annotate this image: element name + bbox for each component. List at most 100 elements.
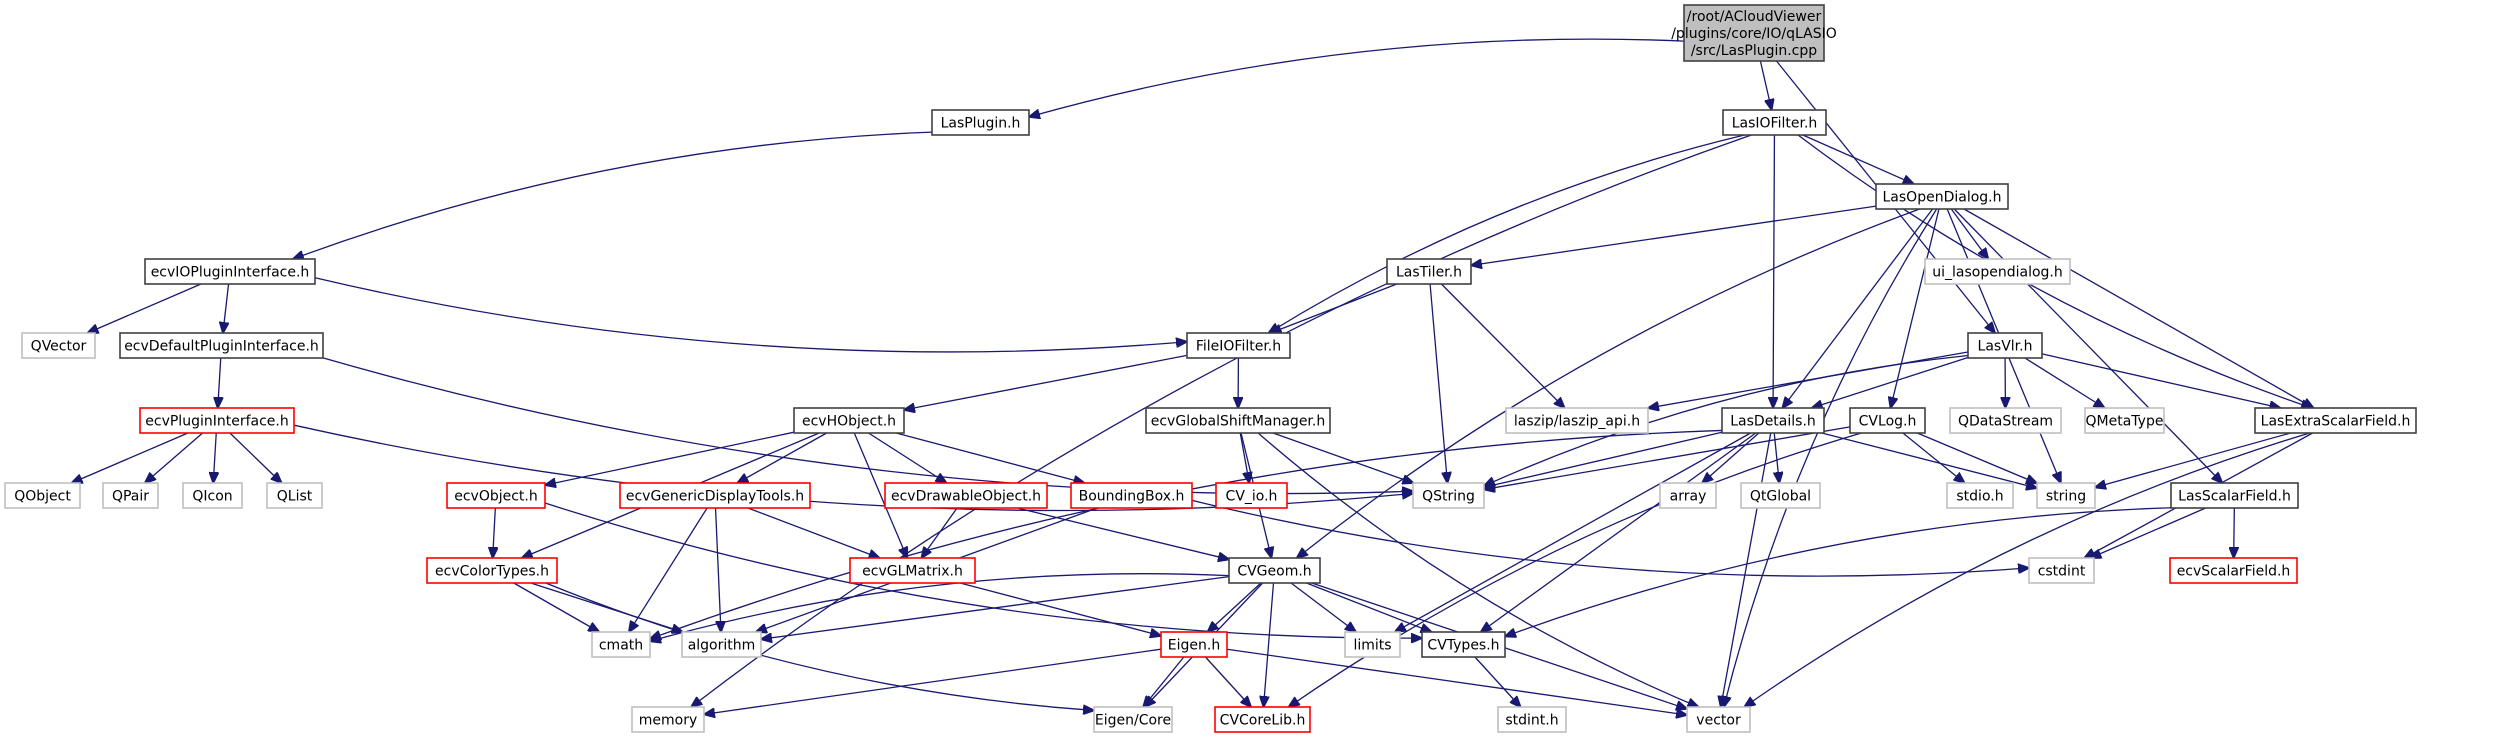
node-QMetaType: QMetaType (2084, 407, 2165, 434)
edge-Eigen-to-CVCoreLib (1204, 656, 1251, 707)
node-ui_lasopendialog: ui_lasopendialog.h (1924, 258, 2071, 285)
edge-LasDetails-to-QtGlobal (1774, 432, 1779, 483)
node-label: LasIOFilter.h (1732, 116, 1818, 132)
node-label: LasPlugin.h (941, 116, 1021, 132)
node-label: /src/LasPlugin.cpp (1691, 43, 1817, 59)
node-box (849, 557, 976, 584)
node-box (102, 482, 159, 509)
node-root[interactable]: /root/ACloudViewer/plugins/core/IO/qLASI… (1671, 4, 1837, 62)
node-ecvGLMatrix[interactable]: ecvGLMatrix.h (849, 557, 976, 584)
node-ecvGlobalShiftManager[interactable]: ecvGlobalShiftManager.h (1145, 407, 1331, 434)
edge-LasOpenDialog-to-LasTiler (1471, 205, 1877, 265)
node-box (119, 332, 324, 359)
node-label: LasOpenDialog.h (1883, 190, 2002, 206)
node-box (139, 407, 295, 434)
edge-LasOpenDialog-to-vector (1724, 208, 1938, 707)
edge-root-to-LasIOFilter (1759, 60, 1771, 110)
node-label: QDataStream (1958, 414, 2053, 430)
node-label: /plugins/core/IO/qLASIO (1671, 26, 1837, 42)
node-ecvGenericDisplayTools[interactable]: ecvGenericDisplayTools.h (619, 482, 811, 509)
node-box (2084, 407, 2165, 434)
node-box (1967, 332, 2043, 359)
node-box (1160, 631, 1228, 658)
node-label: LasExtraScalarField.h (2261, 414, 2411, 430)
node-LasExtraScalarField[interactable]: LasExtraScalarField.h (2254, 407, 2417, 434)
node-box (1421, 631, 1506, 658)
node-label: QMetaType (2086, 414, 2164, 430)
edge-CVGeom-to-limits (1290, 582, 1356, 632)
node-LasVlr[interactable]: LasVlr.h (1967, 332, 2043, 359)
node-ecvScalarField[interactable]: ecvScalarField.h (2169, 557, 2298, 584)
node-BoundingBox[interactable]: BoundingBox.h (1070, 482, 1193, 509)
edge-ecvPluginInterface-to-QList (229, 432, 282, 483)
node-ecvColorTypes[interactable]: ecvColorTypes.h (426, 557, 558, 584)
edge-CVGeom-to-algorithm (761, 575, 1230, 640)
node-box (1659, 482, 1717, 509)
edge-ecvPluginInterface-to-QIcon (213, 432, 216, 483)
edge-CVTypes-to-stdint (1474, 656, 1521, 707)
node-ecvPluginInterface[interactable]: ecvPluginInterface.h (139, 407, 295, 434)
edge-ecvIOPluginInterface-to-FileIOFilter (314, 277, 1187, 353)
edge-ecvObject-to-CVTypes (544, 502, 1422, 638)
edge-ecvColorTypes-to-EigenCore (545, 582, 1094, 710)
node-label: ecvGLMatrix.h (862, 564, 963, 580)
node-LasDetails[interactable]: LasDetails.h (1721, 407, 1825, 434)
node-LasIOFilter[interactable]: LasIOFilter.h (1722, 109, 1827, 136)
node-box (2169, 557, 2298, 584)
node-ecvIOPluginInterface[interactable]: ecvIOPluginInterface.h (144, 258, 316, 285)
edge-BoundingBox-to-cstdint (1191, 499, 2029, 577)
node-box (1686, 706, 1751, 733)
node-label: /root/ACloudViewer (1687, 9, 1822, 25)
edge-LasVlr-to-QString (1484, 354, 1969, 485)
edge-LasVlr-to-QMetaType (2024, 357, 2105, 408)
node-Eigen[interactable]: Eigen.h (1160, 631, 1228, 658)
node-ecvDrawableObject[interactable]: ecvDrawableObject.h (884, 482, 1048, 509)
edge-ecvGenericDisplayTools-to-algorithm (714, 507, 721, 632)
edge-LasIOFilter-to-LasExtraScalarField (1797, 134, 2312, 408)
edge-LasScalarField-to-cstdint (2090, 507, 2206, 558)
node-label: QIcon (192, 489, 232, 505)
node-LasScalarField[interactable]: LasScalarField.h (2170, 482, 2299, 509)
node-FileIOFilter[interactable]: FileIOFilter.h (1186, 332, 1291, 359)
edge-ecvHObject-to-ecvGenericDisplayTools (737, 432, 827, 483)
edge-Eigen-to-memory (704, 648, 1162, 714)
node-box (1344, 631, 1401, 658)
edge-LasDetails-to-CVTypes (1481, 432, 1757, 632)
edge-ecvDefaultPluginInterface-to-ecvPluginInterface (218, 357, 221, 408)
node-box (1946, 482, 2014, 509)
node-label: ui_lasopendialog.h (1932, 265, 2062, 281)
node-CVGeom[interactable]: CVGeom.h (1228, 557, 1321, 584)
node-QString: QString (1412, 482, 1485, 509)
node-cstdint: cstdint (2028, 557, 2095, 584)
node-array: array (1659, 482, 1717, 509)
node-box (1949, 407, 2062, 434)
edge-CVLog-to-QString (1484, 426, 1851, 490)
node-LasOpenDialog[interactable]: LasOpenDialog.h (1875, 183, 2009, 210)
edge-ecvHObject-to-BoundingBox (895, 432, 1084, 483)
edge-LasScalarField-to-ecvScalarField (2234, 507, 2235, 558)
node-box (1683, 4, 1825, 62)
node-label: FileIOFilter.h (1196, 339, 1281, 355)
node-box (1145, 407, 1331, 434)
node-CV_io[interactable]: CV_io.h (1215, 482, 1288, 509)
node-ecvDefaultPluginInterface[interactable]: ecvDefaultPluginInterface.h (119, 332, 324, 359)
node-CVLog[interactable]: CVLog.h (1849, 407, 1926, 434)
edge-LasOpenDialog-to-LasDetails (1782, 208, 1934, 408)
edge-CVGeom-to-CVTypes (1306, 582, 1431, 632)
node-string: string (2036, 482, 2096, 509)
node-box (21, 332, 96, 359)
node-label: stdio.h (1956, 489, 2003, 505)
node-label: BoundingBox.h (1079, 489, 1185, 505)
node-ecvObject[interactable]: ecvObject.h (446, 482, 546, 509)
node-box (2028, 557, 2095, 584)
node-CVTypes[interactable]: CVTypes.h (1421, 631, 1506, 658)
node-LasTiler[interactable]: LasTiler.h (1386, 258, 1472, 285)
node-stdint: stdint.h (1497, 706, 1567, 733)
edge-CVGeom-to-Eigen (1208, 582, 1262, 632)
node-CVCoreLib[interactable]: CVCoreLib.h (1214, 706, 1311, 733)
node-ecvHObject[interactable]: ecvHObject.h (793, 407, 905, 434)
node-box (591, 631, 651, 658)
node-box (1412, 482, 1485, 509)
node-label: QPair (112, 489, 149, 505)
node-LasPlugin[interactable]: LasPlugin.h (931, 109, 1030, 136)
